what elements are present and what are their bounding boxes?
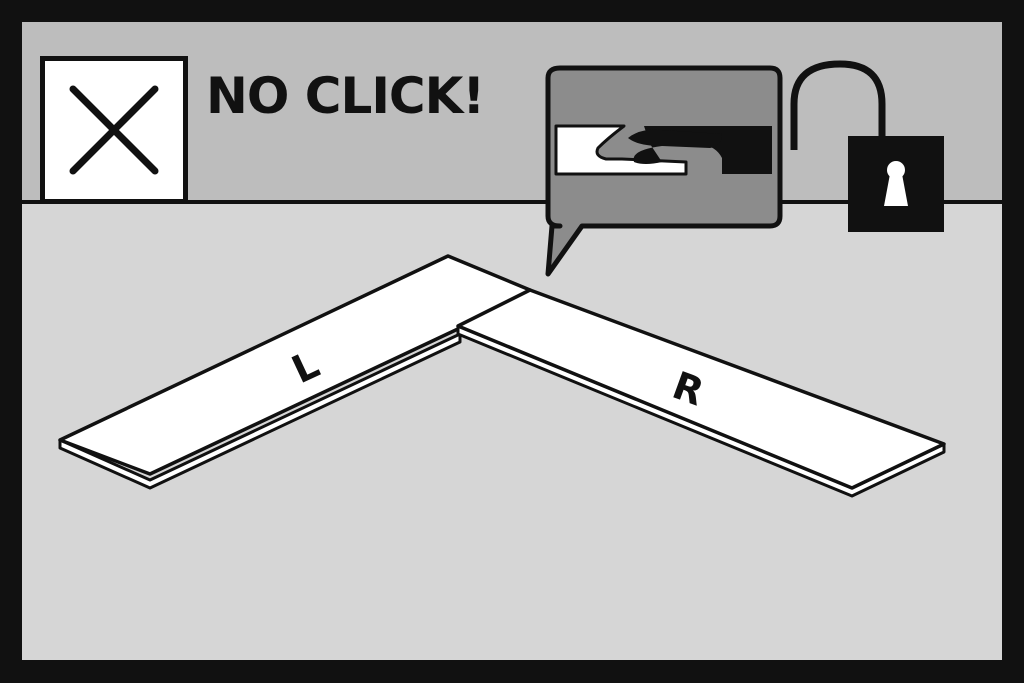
diagram-canvas: NO CLICK! [22, 22, 1002, 660]
unlocked-padlock-icon [790, 60, 944, 232]
joint-detail-bubble [545, 65, 783, 277]
joint-profile-icon [554, 124, 772, 176]
right-plank: R [456, 288, 946, 498]
cross-box [40, 56, 188, 204]
installation-scene: L R [58, 60, 946, 498]
no-click-warning: NO CLICK! [206, 67, 485, 125]
cross-icon [69, 85, 159, 175]
left-plank: L [58, 254, 532, 490]
